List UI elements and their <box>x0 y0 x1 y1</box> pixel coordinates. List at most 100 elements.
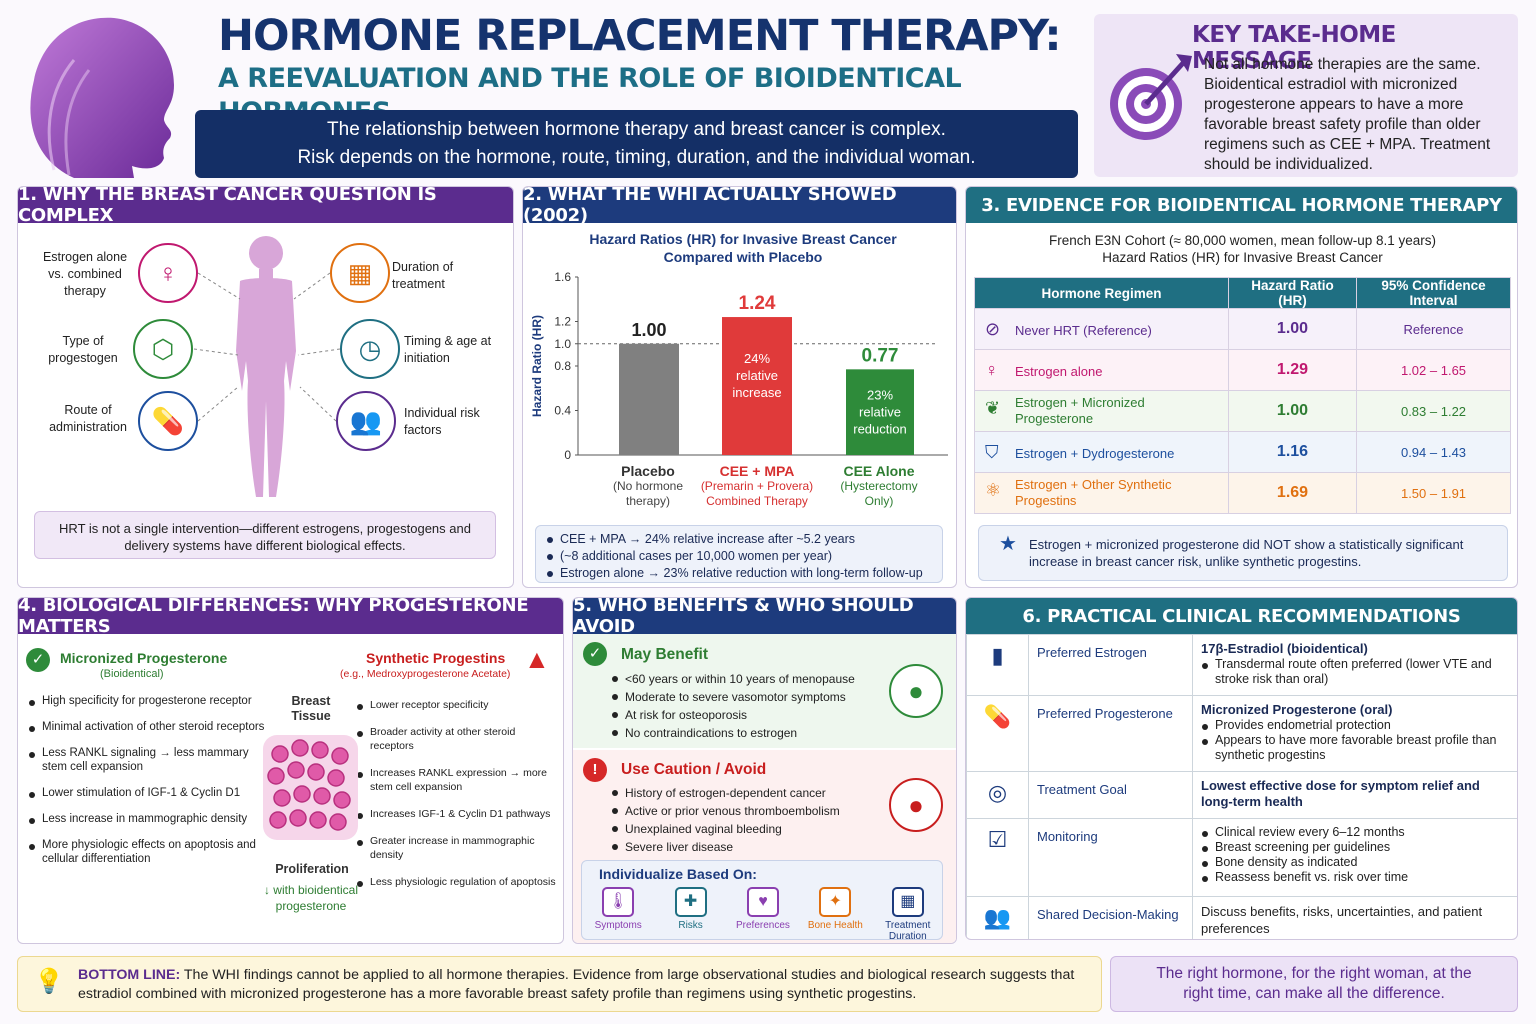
female-icon: ♀ <box>985 359 999 380</box>
individualize-title: Individualize Based On: <box>599 866 757 882</box>
panel-4-heading: 4. BIOLOGICAL DIFFERENCES: WHY PROGESTER… <box>18 598 563 637</box>
bar-value-label: 1.00 <box>631 320 666 340</box>
recommendation-item: Provides endometrial protection <box>1201 718 1510 733</box>
micronized-item: Lower stimulation of IGF-1 & Cyclin D1 <box>28 786 270 800</box>
synthetic-sub: (e.g., Medroxyprogesterone Acetate) <box>340 668 511 680</box>
regimen-text: Estrogen alone <box>1015 364 1103 380</box>
benefit-list: <60 years or within 10 years of menopaus… <box>611 670 901 742</box>
hr-cell: 1.00 <box>1228 390 1357 432</box>
woman-red-icon: ● <box>889 778 943 832</box>
recommendation-item: Clinical review every 6–12 months <box>1201 825 1510 840</box>
factor-label-5: Timing & age at initiation <box>404 334 492 365</box>
recommendation-icon: ◎ <box>966 771 1029 819</box>
bar-label-placebo-name: Placebo <box>621 463 675 479</box>
recommendation-detail: Discuss benefits, risks, uncertainties, … <box>1192 896 1517 939</box>
recommendation-label: Shared Decision-Making <box>1028 896 1193 939</box>
bar-inside-label: 24% <box>744 351 770 366</box>
recommendation-item: Appears to have more favorable breast pr… <box>1201 733 1510 763</box>
intro-banner: The relationship between hormone therapy… <box>195 110 1078 178</box>
individualize-item-label: Preferences <box>736 920 790 931</box>
panel-recommendations: 6. PRACTICAL CLINICAL RECOMMENDATIONS ▮P… <box>965 597 1518 940</box>
banner-line-1: The relationship between hormone therapy… <box>327 119 946 140</box>
avoid-item: Active or prior venous thromboembolism <box>611 802 901 820</box>
micronized-item: Less RANKL signaling → less mammary stem… <box>28 746 270 774</box>
synthetic-item: Lower receptor specificity <box>356 698 561 712</box>
micronized-item: More physiologic effects on apoptosis an… <box>28 838 270 866</box>
cell-cluster-icon <box>263 735 358 840</box>
ci-cell: 1.02 – 1.65 <box>1356 349 1511 391</box>
panel-3-note: ★ Estrogen + micronized progesterone did… <box>978 525 1508 581</box>
proliferation-label: Proliferation <box>275 862 349 876</box>
panel-3-heading: 3. EVIDENCE FOR BIOIDENTICAL HORMONE THE… <box>966 187 1517 223</box>
title-block: HORMONE REPLACEMENT THERAPY: A REEVALUAT… <box>218 10 1078 130</box>
bottom-line-label: BOTTOM LINE: <box>78 967 181 983</box>
connector-lines <box>193 272 341 422</box>
recommendation-label: Treatment Goal <box>1028 771 1193 819</box>
bar-label-ceempa: CEE + MPA (Premarin + Provera) Combined … <box>697 463 817 509</box>
bar-label-placebo: Placebo (No hormone therapy) <box>603 463 693 509</box>
bar-label-cee: CEE Alone (Hysterectomy Only) <box>829 463 929 509</box>
whi-note-1: CEE + MPA → 24% relative increase after … <box>546 531 932 548</box>
bar-inside-label: 23% <box>867 387 893 402</box>
regimen-cell: ⚛Estrogen + Other Synthetic Progestins <box>974 472 1229 514</box>
panel-1-note: HRT is not a single intervention—differe… <box>34 511 496 559</box>
target-icon <box>1110 54 1192 140</box>
individualize-box: Individualize Based On: 🌡Symptoms✚Risks♥… <box>581 860 943 942</box>
individualize-item-icon: ▦ <box>891 887 924 917</box>
individualize-item-icon: 🌡 <box>602 887 635 917</box>
individualize-item-label: Bone Health <box>807 920 863 931</box>
avoid-title: Use Caution / Avoid <box>621 761 767 778</box>
recommendation-icon: ☑ <box>966 818 1029 897</box>
regimen-cell: ♀ Estrogen alone <box>974 349 1229 391</box>
star-icon: ★ <box>999 533 1017 555</box>
bar-value-label: 1.24 <box>739 293 776 314</box>
panel-whi: 2. WHAT THE WHI ACTUALLY SHOWED (2002) H… <box>522 186 957 588</box>
recommendation-title: 17β-Estradiol (bioidentical) <box>1201 641 1368 656</box>
y-tick-label: 1.2 <box>554 315 571 329</box>
micronized-sub: (Bioidentical) <box>100 668 164 680</box>
y-tick-label: 0.4 <box>554 404 571 418</box>
people-icon: 👥 <box>336 391 396 451</box>
recommendation-detail: Micronized Progesterone (oral)Provides e… <box>1192 695 1517 772</box>
hr-cell: 1.00 <box>1228 308 1357 350</box>
benefit-item: Moderate to severe vasomotor symptoms <box>611 688 901 706</box>
recommendation-detail: 17β-Estradiol (bioidentical)Transdermal … <box>1192 634 1517 696</box>
col-header-hr: Hazard Ratio (HR) <box>1228 277 1357 309</box>
recommendation-icon: ▮ <box>966 634 1029 696</box>
micronized-item: Minimal activation of other steroid rece… <box>28 720 270 734</box>
panel-e3n: 3. EVIDENCE FOR BIOIDENTICAL HORMONE THE… <box>965 186 1518 588</box>
benefit-title: May Benefit <box>621 646 708 663</box>
synthetic-item: Increases RANKL expression → more stem c… <box>356 766 561 794</box>
individualize-item: ✚Risks <box>657 887 725 939</box>
calendar-icon: ▦ <box>330 243 390 303</box>
recommendation-item: Bone density as indicated <box>1201 855 1510 870</box>
recommendation-title: Lowest effective dose for symptom relief… <box>1201 778 1480 809</box>
uterus-icon: ♀ <box>138 243 198 303</box>
hr-cell: 1.29 <box>1228 349 1357 391</box>
ci-cell: 0.83 – 1.22 <box>1356 390 1511 432</box>
avoid-item: History of estrogen-dependent cancer <box>611 784 901 802</box>
no-icon: ⊘ <box>985 318 1001 339</box>
avoid-item: Severe liver disease <box>611 838 901 856</box>
benefit-item: <60 years or within 10 years of menopaus… <box>611 670 901 688</box>
benefit-item: No contraindications to estrogen <box>611 724 901 742</box>
hr-cell: 1.69 <box>1228 472 1357 514</box>
individualize-item-icon: ♥ <box>746 887 779 917</box>
regimen-text: Estrogen + Dydrogesterone <box>1015 446 1175 462</box>
recommendation-icon: 👥 <box>966 896 1029 939</box>
factor-label-3: Route of administration <box>49 403 127 434</box>
bottom-line-text: The WHI findings cannot be applied to al… <box>78 967 1075 1002</box>
bar-inside-label: reduction <box>853 421 906 436</box>
factor-label-1: Estrogen alone vs. combined therapy <box>42 250 128 298</box>
banner-line-2: Risk depends on the hormone, route, timi… <box>297 147 976 168</box>
check-icon: ✓ <box>26 648 50 672</box>
breast-tissue-label: Breast Tissue <box>291 694 331 723</box>
